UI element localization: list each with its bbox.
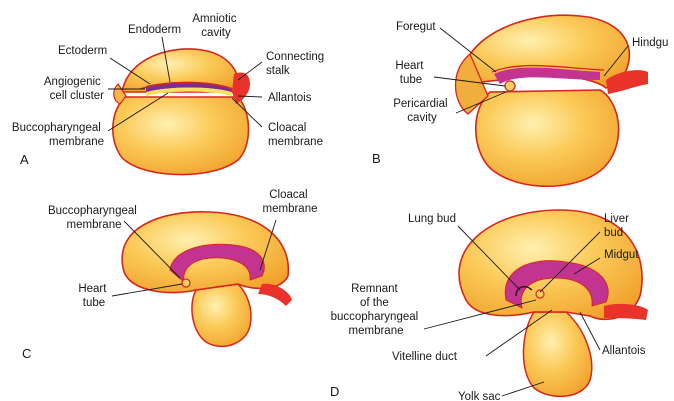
label-a-connecting-stalk: Connecting stalk [266, 51, 327, 77]
label-c-buccopharyngeal-membrane: Buccopharyngeal membrane [48, 205, 140, 231]
label-c-heart-tube: Heart tube [78, 283, 109, 309]
label-b-foregut: Foregut [396, 21, 436, 33]
label-b-pericardial-cavity: Pericardial cavity [393, 98, 451, 124]
label-d-yolk-sac: Yolk sac [458, 391, 501, 401]
label-d-midgut: Midgut [604, 249, 639, 261]
label-a-amniotic-cavity: Amniotic cavity [192, 13, 239, 39]
panel-d-stalk [604, 304, 648, 320]
label-b-heart-tube: Heart tube [395, 60, 426, 86]
label-d-vitelline-duct: Vitelline duct [392, 351, 458, 363]
panel-c-heart-tube [182, 279, 190, 287]
panel-c-stalk [258, 284, 292, 306]
label-d-lung-bud: Lung bud [408, 213, 456, 225]
panel-b-heart-tube [505, 81, 515, 91]
label-a-buccopharyngeal-membrane: Buccopharyngeal membrane [12, 122, 104, 148]
panel-letter-b: B [372, 151, 381, 166]
panel-d-yolk-sac [523, 312, 591, 396]
panel-a-embryo [113, 49, 250, 175]
panel-letter-c: C [22, 346, 31, 361]
label-c-cloacal-membrane: Cloacal membrane [263, 189, 318, 215]
panel-c-yolk-sac [192, 284, 251, 346]
label-b-hindgut: Hindgu [632, 37, 668, 49]
label-a-ectoderm: Ectoderm [58, 45, 107, 57]
panel-b-yolk-sac [476, 90, 619, 186]
label-d-remnant-buccopharyngeal: Remnant of the buccopharyngeal membrane [331, 283, 422, 337]
label-d-allantois: Allantois [602, 345, 646, 357]
panel-a-yolk-sac [113, 97, 249, 175]
label-a-allantois: Allantois [268, 92, 312, 104]
panel-c-embryo [122, 212, 292, 347]
panel-letter-d: D [330, 384, 339, 399]
label-a-angiogenic-cell-cluster: Angiogenic cell cluster [44, 76, 104, 102]
label-a-endoderm: Endoderm [128, 24, 181, 36]
panel-letter-a: A [20, 152, 29, 167]
label-a-cloacal-membrane: Cloacal membrane [268, 122, 323, 148]
panel-d-liver-bud [536, 290, 544, 298]
